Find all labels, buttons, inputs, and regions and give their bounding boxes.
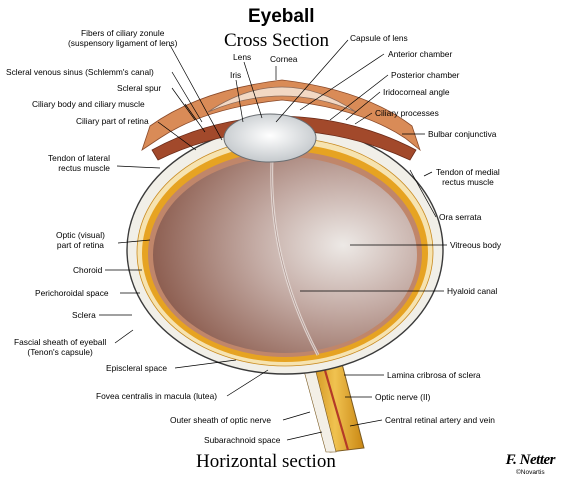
netter-logo: F. Netter ©Novartis (505, 451, 556, 476)
vitreous-body-shape (153, 157, 417, 353)
label-schlemm-canal: Scleral venous sinus (Schlemm's canal) (6, 67, 154, 77)
label-ciliary-processes: Ciliary processes (375, 108, 439, 118)
label-optic-retina-line-2: part of retina (56, 240, 104, 250)
label-choroid: Choroid (73, 265, 103, 275)
label-posterior-chamber: Posterior chamber (391, 70, 460, 80)
label-optic-retina-line-1: Optic (visual) (56, 230, 105, 240)
bulbar-conjunctiva-shape (141, 79, 421, 152)
label-ciliary-part-retina: Ciliary part of retina (76, 116, 149, 126)
label-capsule-of-lens: Capsule of lens (350, 33, 408, 43)
label-lamina-cribrosa: Lamina cribrosa of sclera (387, 370, 481, 380)
label-optic-nerve: Optic nerve (II) (375, 392, 431, 402)
label-central-retinal-artery: Central retinal artery and vein (385, 415, 495, 425)
label-episcleral-space: Episcleral space (106, 363, 167, 373)
label-fibers-line-1: Fibers of ciliary zonule (81, 28, 165, 38)
label-fibers-line-2: (suspensory ligament of lens) (68, 38, 178, 48)
label-outer-sheath-optic-nerve: Outer sheath of optic nerve (170, 415, 272, 425)
label-cornea: Cornea (270, 54, 298, 64)
novartis-copyright: ©Novartis (515, 469, 545, 476)
label-optic-part-retina: Optic (visual) part of retina (56, 230, 105, 250)
label-hyaloid-canal: Hyaloid canal (447, 286, 498, 296)
label-fascial-sheath: Fascial sheath of eyeball (Tenon's capsu… (14, 337, 106, 357)
label-tendon-lat-line-1: Tendon of lateral (48, 153, 110, 163)
label-subarachnoid-space: Subarachnoid space (204, 435, 281, 445)
label-tendon-med-line-2: rectus muscle (442, 177, 494, 187)
diagram-subtitle-cross-section: Cross Section (224, 30, 330, 51)
label-tendon-med-line-1: Tendon of medial (436, 167, 500, 177)
label-lens: Lens (233, 52, 252, 62)
label-tendon-lat-line-2: rectus muscle (58, 163, 110, 173)
label-iridocorneal-angle: Iridocorneal angle (383, 87, 450, 97)
label-bulbar-conjunctiva: Bulbar conjunctiva (428, 129, 497, 139)
netter-signature: F. Netter (505, 452, 556, 468)
diagram-title: Eyeball (248, 6, 315, 27)
label-scleral-spur: Scleral spur (117, 83, 162, 93)
leader-lines (99, 39, 447, 441)
label-iris: Iris (230, 70, 242, 80)
label-ciliary-body: Ciliary body and ciliary muscle (32, 99, 145, 109)
label-vitreous-body: Vitreous body (450, 240, 502, 250)
label-fascial-line-1: Fascial sheath of eyeball (14, 337, 107, 347)
label-perichoroidal-space: Perichoroidal space (35, 288, 109, 298)
label-sclera: Sclera (72, 310, 96, 320)
lens-shape (223, 113, 317, 163)
label-tendon-lateral-rectus: Tendon of lateral rectus muscle (48, 153, 110, 173)
label-ora-serrata: Ora serrata (439, 212, 482, 222)
label-tendon-medial-rectus: Tendon of medial rectus muscle (436, 167, 500, 187)
label-anterior-chamber: Anterior chamber (388, 49, 453, 59)
diagram-subtitle-horizontal: Horizontal section (196, 451, 336, 472)
label-fascial-line-2: (Tenon's capsule) (27, 347, 93, 357)
label-fovea-centralis: Fovea centralis in macula (lutea) (96, 391, 218, 401)
central-retinal-vessels (320, 359, 350, 451)
label-fibers-ciliary-zonule: Fibers of ciliary zonule (suspensory lig… (68, 28, 177, 48)
